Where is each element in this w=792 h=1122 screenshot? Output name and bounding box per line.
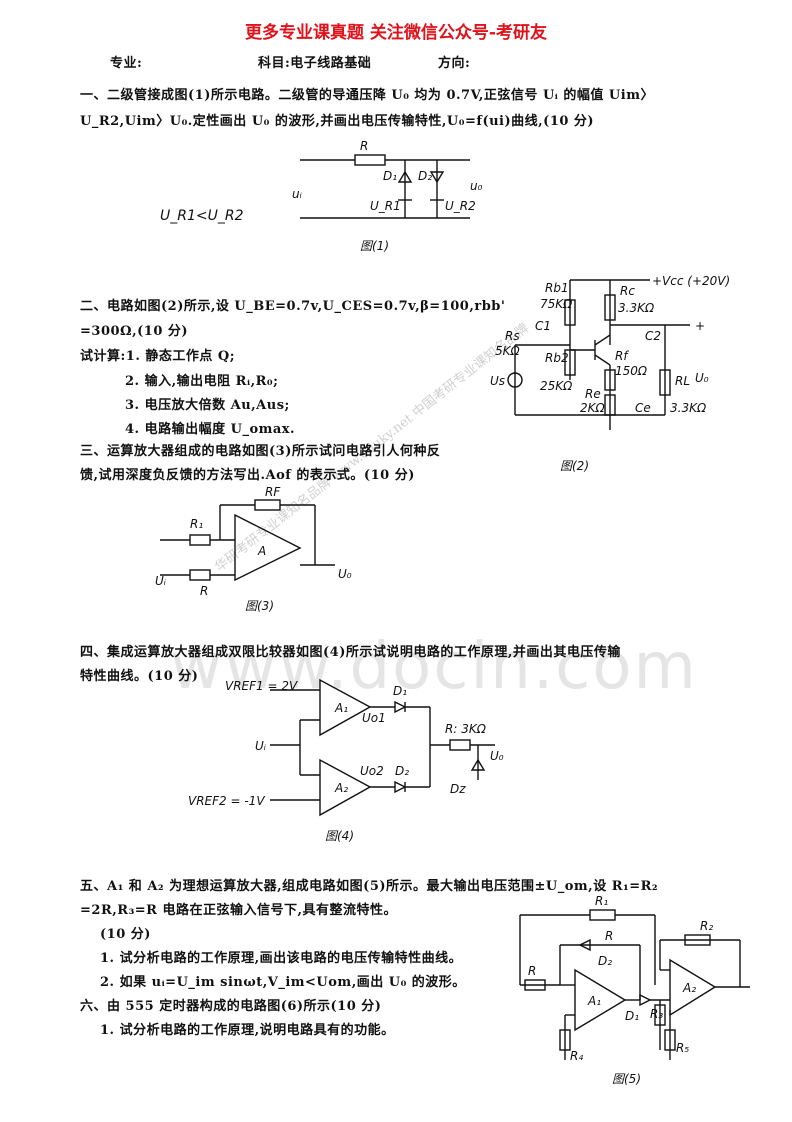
q1-line1: 一、二级管接成图(1)所示电路。二级管的导通压降 U₀ 均为 0.7V,正弦信号… <box>80 88 654 103</box>
fig5-a2: A₂ <box>682 981 696 995</box>
fig5-r5: R₅ <box>676 1041 689 1055</box>
fig2-caption: 图(2) <box>560 459 589 473</box>
q5-item: 2. 如果 uᵢ=U_im sinωt,V_im<Uom,画出 U₀ 的波形。 <box>100 975 466 990</box>
fig2-rb2: Rb2 <box>545 351 569 365</box>
fig4-a2: A₂ <box>334 781 348 795</box>
fig2-rc: Rc <box>620 284 635 298</box>
q4-line1: 四、集成运算放大器组成双限比较器如图(4)所示试说明电路的工作原理,并画出其电压… <box>80 645 621 660</box>
fig1-ur1: U_R1 <box>370 199 401 213</box>
fig2-rfv: 150Ω <box>615 364 648 378</box>
fig4-uo1: Uo1 <box>362 711 386 725</box>
fig2-plus: + <box>695 319 705 333</box>
q4-line2: 特性曲线。(10 分) <box>80 669 199 684</box>
q6-item1: 1. 试分析电路的工作原理,说明电路具有的功能。 <box>100 1023 395 1038</box>
q3-line2: 馈,试用深度负反馈的方法写出.Aof 的表示式。(10 分) <box>80 468 415 483</box>
watermark-docin: www.docin.com <box>170 630 698 704</box>
fig5-caption: 图(5) <box>612 1072 641 1086</box>
fig2-rlv: 3.3KΩ <box>670 401 707 415</box>
q5-item: 1. 试分析电路的工作原理,画出该电路的电压传输特性曲线。 <box>100 951 463 966</box>
fig1-r: R <box>360 139 368 153</box>
fig2-re: Re <box>585 387 601 401</box>
q2-line2: =300Ω,(10 分) <box>80 324 189 339</box>
q2-item: 3. 电压放大倍数 Au,Aus; <box>125 398 290 413</box>
q2-item: 4. 电路输出幅度 U_omax. <box>125 422 296 437</box>
fig1-ur2: U_R2 <box>445 199 476 213</box>
figure-2: Rb1 75KΩ Rc 3.3KΩ +Vcc (+20V) Rs 5KΩ C1 … <box>490 274 730 473</box>
fig2-c2: C2 <box>645 329 661 343</box>
fig4-dz: Dz <box>450 782 466 796</box>
q5-line1: 五、A₁ 和 A₂ 为理想运算放大器,组成电路如图(5)所示。最大输出电压范围±… <box>80 879 659 894</box>
major-label: 专业: <box>110 56 143 71</box>
fig4-vref1: VREF1 = 2V <box>225 679 298 693</box>
q3-line1: 三、运算放大器组成的电路如图(3)所示试问电路引人何种反 <box>80 444 441 459</box>
fig2-us: Us <box>490 374 505 388</box>
fig5-r: R <box>605 929 613 943</box>
fig4-caption: 图(4) <box>325 829 354 843</box>
fig3-a: A <box>257 544 266 558</box>
fig5-r4: R₄ <box>570 1049 583 1063</box>
fig4-vref2: VREF2 = -1V <box>188 794 265 808</box>
fig2-c1: C1 <box>535 319 551 333</box>
fig5-r2: R₂ <box>700 919 713 933</box>
q5-line2: =2R,R₃=R 电路在正弦输入信号下,具有整流特性。 <box>80 903 398 918</box>
direction-label: 方向: <box>438 56 471 71</box>
fig5-d1: D₁ <box>625 1009 639 1023</box>
subject-label: 科目:电子线路基础 <box>258 56 372 71</box>
fig2-rb1: Rb1 <box>545 281 569 295</box>
fig3-ui: Uᵢ <box>155 574 166 588</box>
fig4-ui: Uᵢ <box>255 739 266 753</box>
fig4-d1: D₁ <box>393 684 407 698</box>
fig5-r1: R₁ <box>595 894 608 908</box>
fig3-r: R <box>200 584 208 598</box>
fig2-ce: Ce <box>635 401 651 415</box>
fig2-rev: 2KΩ <box>580 401 606 415</box>
fig4-d2: D₂ <box>395 764 409 778</box>
fig2-rl: RL <box>675 374 690 388</box>
fig5-d2: D₂ <box>598 954 612 968</box>
fig2-vcc: +Vcc (+20V) <box>652 274 730 288</box>
fig2-rcv: 3.3KΩ <box>618 301 655 315</box>
fig1-d2: D₂ <box>418 169 432 183</box>
fig3-uo: U₀ <box>338 567 352 581</box>
q2-item: 2. 输入,输出电阻 Rᵢ,R₀; <box>125 374 279 389</box>
banner: 更多专业课真题 关注微信公众号-考研友 <box>245 23 547 43</box>
q2-line1: 二、电路如图(2)所示,设 U_BE=0.7v,U_CES=0.7v,β=100… <box>80 299 506 314</box>
fig1-condition: U_R1<U_R2 <box>160 208 244 224</box>
fig4-uo2: Uo2 <box>360 764 384 778</box>
fig1-uo: u₀ <box>470 179 483 193</box>
fig5-r-in: R <box>528 964 536 978</box>
fig1-ui: uᵢ <box>292 187 302 201</box>
figure-4: VREF1 = 2V VREF2 = -1V A₁ A₂ Uo1 Uo2 D₁ … <box>188 678 504 843</box>
fig1-d1: D₁ <box>383 169 397 183</box>
fig4-r: R: 3KΩ <box>445 722 487 736</box>
fig3-r1: R₁ <box>190 517 203 531</box>
fig4-a1: A₁ <box>334 701 348 715</box>
q5-score: (10 分) <box>100 927 151 942</box>
q6-line1: 六、由 555 定时器构成的电路图(6)所示(10 分) <box>80 999 382 1014</box>
fig2-rs: Rs <box>505 329 520 343</box>
fig2-rf: Rf <box>615 349 629 363</box>
fig3-caption: 图(3) <box>245 599 274 613</box>
figure-3: RF R₁ R A Uᵢ U₀ 图(3) <box>155 485 352 613</box>
fig5-a1: A₁ <box>587 994 601 1008</box>
figure-1: R D₁ D₂ uᵢ u₀ U_R1 U_R2 U_R1<U_R2 图(1) <box>160 139 483 253</box>
fig3-rf: RF <box>265 485 281 499</box>
q1-line2: U_R2,Uim〉U₀.定性画出 U₀ 的波形,并画出电压传输特性,U₀=f(u… <box>80 114 595 129</box>
fig5-r3: R₃ <box>650 1007 663 1021</box>
fig2-rb1v: 75KΩ <box>540 297 573 311</box>
fig4-uo: U₀ <box>490 749 504 763</box>
q2-intro: 试计算:1. 静态工作点 Q; <box>80 349 236 364</box>
fig2-rb2v: 25KΩ <box>540 379 573 393</box>
fig2-uo: U₀ <box>695 371 709 385</box>
fig2-rsv: 5KΩ <box>495 344 521 358</box>
fig1-caption: 图(1) <box>360 239 389 253</box>
